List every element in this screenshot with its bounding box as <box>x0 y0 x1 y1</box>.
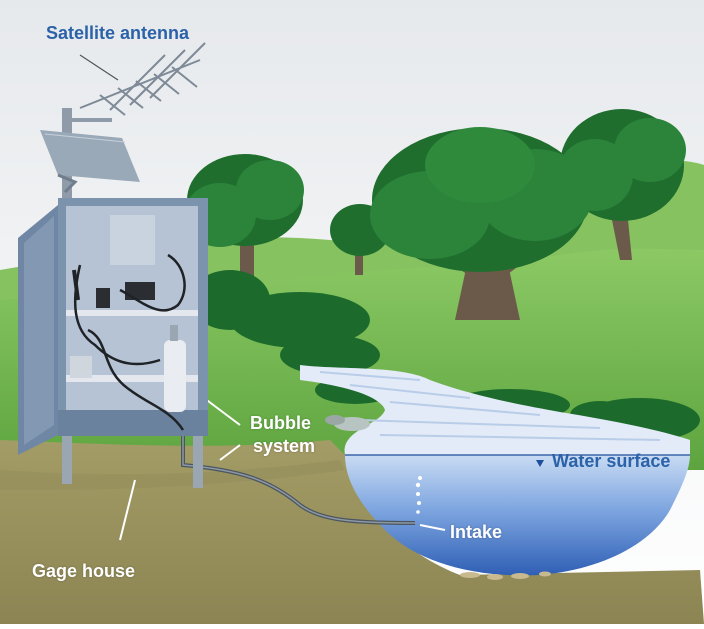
bushes-left <box>190 270 395 404</box>
label-bubble-system-line2: system <box>253 436 316 456</box>
label-gage-house: Gage house <box>32 561 136 581</box>
label-satellite-antenna: Satellite antenna <box>46 23 190 43</box>
water-cross-section <box>345 455 690 576</box>
water-surface-marker <box>536 460 544 467</box>
label-bubble-system-line1: Bubble <box>250 413 311 433</box>
label-water-surface: Water surface <box>552 451 671 471</box>
leader-lines <box>79 54 119 81</box>
stream <box>300 365 690 455</box>
gage-house-leg-right <box>193 432 203 488</box>
satellite-antenna <box>79 42 206 116</box>
label-intake: Intake <box>450 522 503 542</box>
gage-house-leg-left <box>62 432 72 484</box>
tree-big <box>370 127 593 320</box>
solar-panel <box>40 130 140 194</box>
bubbles <box>415 476 422 514</box>
gage-house <box>18 198 208 455</box>
